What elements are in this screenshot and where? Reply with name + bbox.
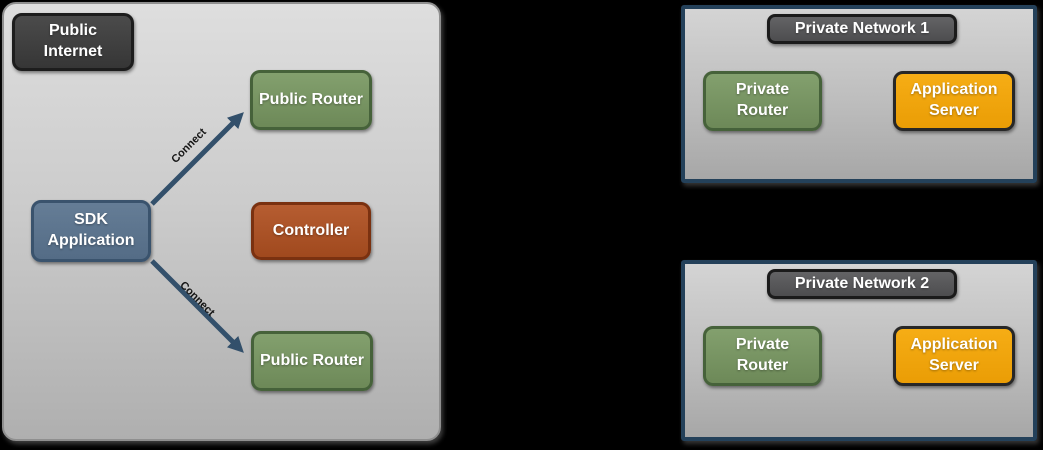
application-server-2-label: Application Server [910, 336, 998, 374]
controller-label: Controller [272, 221, 350, 239]
public-internet-badge: Public Internet [12, 13, 134, 71]
connect-label-top: Connect [169, 126, 209, 166]
private-network-1-title-badge: Private Network 1 [767, 14, 957, 44]
sdk-application-node: SDK Application [31, 200, 151, 262]
private-router-1-label: Private Router [735, 81, 790, 119]
sdk-application-label: SDK Application [47, 211, 135, 249]
public-router-top-node: Public Router [250, 70, 372, 130]
application-server-1-label: Application Server [910, 81, 998, 119]
private-network-2-title: Private Network 2 [794, 274, 930, 292]
private-router-2-node: Private Router [703, 326, 822, 386]
private-network-2-panel: Private Network 2 Private Router Applica… [681, 260, 1037, 441]
application-server-2-node: Application Server [893, 326, 1015, 386]
public-internet-zone: Public Internet Public Router SDK Applic… [2, 2, 441, 441]
controller-node: Controller [251, 202, 371, 260]
private-network-1-title: Private Network 1 [794, 19, 930, 37]
public-router-bottom-node: Public Router [251, 331, 373, 391]
connect-label-bottom: Connect [177, 279, 217, 319]
private-network-1-panel: Private Network 1 Private Router Applica… [681, 5, 1037, 183]
private-network-2-title-badge: Private Network 2 [767, 269, 957, 299]
public-internet-label: Public Internet [43, 22, 103, 60]
public-router-bottom-label: Public Router [260, 351, 365, 369]
application-server-1-node: Application Server [893, 71, 1015, 131]
private-router-1-node: Private Router [703, 71, 822, 131]
public-router-top-label: Public Router [259, 90, 364, 108]
private-router-2-label: Private Router [735, 336, 790, 374]
